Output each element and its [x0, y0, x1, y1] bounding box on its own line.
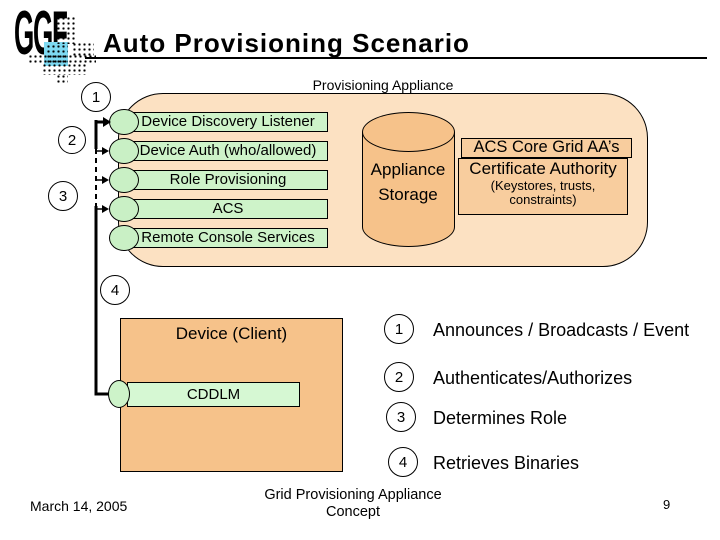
cylinder-top: [362, 112, 455, 152]
step-badge-2: 2: [58, 126, 86, 154]
legend-badge-3: 3: [386, 402, 416, 432]
ggf-logo-dots: [42, 63, 86, 75]
ggf-logo-dots: [56, 74, 68, 84]
legend-badge-2: 2: [384, 362, 414, 392]
appliance-storage-label: Appliance Storage: [370, 160, 446, 204]
connector-port-icon: [108, 380, 130, 408]
legend-badge-4: 4: [388, 447, 418, 477]
step-badge-4: 4: [100, 275, 130, 305]
service-box-device-discovery-listener: Device Discovery Listener: [128, 112, 328, 132]
connector-port-icon: [109, 167, 139, 193]
device-client-label: Device (Client): [175, 324, 288, 343]
service-box-acs: ACS: [128, 199, 328, 219]
step-badge-1: 1: [81, 82, 111, 112]
ggf-logo-dots: [56, 16, 76, 44]
legend-label-4: Retrieves Binaries: [433, 453, 580, 473]
step-badge-3: 3: [48, 181, 78, 211]
connector-port-icon: [109, 138, 139, 164]
footer-date: March 14, 2005: [30, 498, 128, 514]
connector-port-icon: [109, 225, 139, 251]
service-box-role-provisioning: Role Provisioning: [128, 170, 328, 190]
connector-port-icon: [109, 109, 139, 135]
ggf-logo-dots: [72, 42, 94, 58]
service-box-device-auth: Device Auth (who/allowed): [128, 141, 328, 161]
acs-core-grid-box: ACS Core Grid AA’s: [461, 138, 632, 158]
footer-title: Grid Provisioning Appliance Concept: [264, 487, 442, 520]
legend-label-1: Announces / Broadcasts / Event: [433, 320, 690, 340]
page-title: Auto Provisioning Scenario: [103, 28, 470, 58]
service-box-remote-console-services: Remote Console Services: [128, 228, 328, 248]
provisioning-appliance-label: Provisioning Appliance: [312, 77, 454, 93]
page-number: 9: [663, 497, 671, 512]
connector-port-icon: [109, 196, 139, 222]
certificate-authority-box: Certificate Authority (Keystores, trusts…: [458, 158, 628, 215]
legend-badge-1: 1: [384, 314, 414, 344]
ggf-logo-dots: [46, 44, 68, 64]
legend-label-2: Authenticates/Authorizes: [433, 368, 633, 388]
cddlm-box: CDDLM: [127, 382, 300, 407]
title-underline: [85, 57, 707, 59]
legend-label-3: Determines Role: [433, 408, 568, 428]
